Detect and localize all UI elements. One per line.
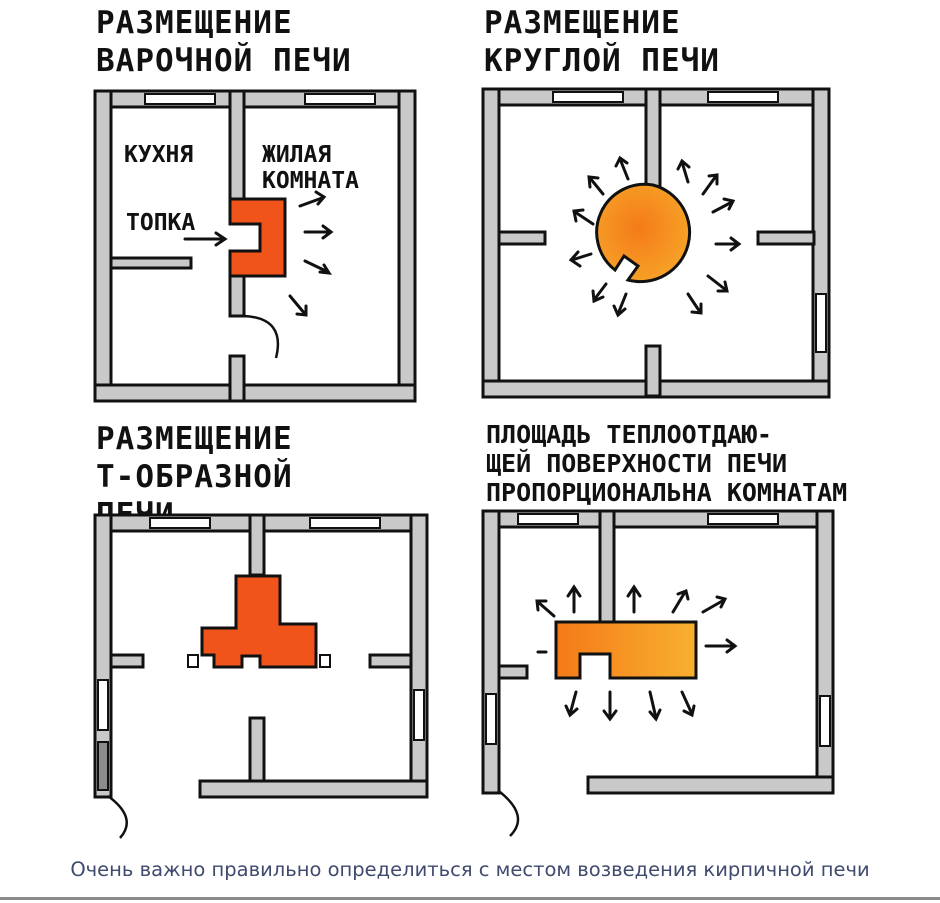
cooking-stove-plan: [90, 86, 420, 411]
door-swing: [499, 791, 520, 837]
window-4: [819, 695, 831, 747]
title-line: ПРОПОРЦИОНАЛЬНА КОМНАТАМ: [486, 478, 848, 507]
partition-top: [248, 513, 266, 577]
cooking-stove-title: РАЗМЕЩЕНИЕ ВАРОЧНОЙ ПЕЧИ: [96, 4, 352, 80]
outer-wall-right: [409, 513, 429, 799]
proportional-stove-plan: [478, 506, 838, 841]
rectangular-stove: [554, 620, 698, 680]
door-jamb: [97, 741, 109, 791]
proportional-stove-title: ПЛОЩАДЬ ТЕПЛООТДАЮ- ЩЕЙ ПОВЕРХНОСТИ ПЕЧИ…: [486, 420, 847, 507]
firebox-label: ТОПКА: [126, 210, 196, 236]
title-line: РАЗМЕЩЕНИЕ: [484, 5, 681, 41]
partition-upper: [228, 89, 246, 203]
outer-wall-right: [397, 89, 417, 403]
round-stove: [595, 182, 692, 284]
kitchen-label: КУХНЯ: [124, 142, 194, 168]
outer-wall-left: [481, 87, 501, 399]
title-line: КРУГЛОЙ ПЕЧИ: [484, 43, 720, 79]
outer-wall-right: [815, 509, 835, 795]
partition-bottom: [228, 354, 246, 403]
outer-wall-bottom: [93, 383, 417, 403]
partition-bottom: [248, 716, 266, 783]
partition-lower: [228, 274, 246, 318]
outer-wall-left: [481, 509, 501, 795]
window-2: [707, 91, 779, 103]
partition-left: [109, 653, 145, 669]
figure-caption: Очень важно правильно определиться с мес…: [70, 858, 870, 881]
window-1: [149, 517, 211, 529]
t-shaped-stove-title: РАЗМЕЩЕНИЕ Т-ОБРАЗНОЙ ПЕЧИ: [96, 420, 293, 534]
stove-leg-right: [319, 654, 331, 668]
stove-leg-left: [187, 654, 199, 668]
door-swing: [243, 314, 280, 359]
partition-top: [598, 509, 616, 625]
t-shaped-stove-plan: [90, 510, 432, 845]
round-stove-plan: [478, 84, 834, 402]
window-2: [707, 513, 779, 525]
title-line: ВАРОЧНОЙ ПЕЧИ: [96, 43, 352, 79]
window-3: [97, 679, 109, 731]
partition-left: [497, 664, 529, 680]
living-room-label: ЖИЛАЯ КОМНАТА: [262, 142, 359, 194]
living-room-label-line: КОМНАТА: [262, 168, 359, 194]
partition-right: [368, 653, 413, 669]
partition-right: [756, 230, 816, 246]
title-line: Т-ОБРАЗНОЙ: [96, 459, 293, 495]
title-line: ПЛОЩАДЬ ТЕПЛООТДАЮ-: [486, 420, 772, 449]
bottom-divider: [0, 897, 940, 900]
t-shaped-stove: [200, 574, 318, 669]
partition-bottom: [644, 344, 662, 398]
living-room-label-line: ЖИЛАЯ: [262, 142, 332, 168]
window-2: [304, 93, 376, 105]
window-1: [552, 91, 624, 103]
window-3: [815, 293, 827, 353]
door-swing: [107, 794, 128, 839]
window-4: [413, 689, 425, 741]
outer-wall-bottom: [586, 775, 835, 795]
window-1: [144, 93, 216, 105]
window-3: [485, 693, 497, 745]
round-stove-title: РАЗМЕЩЕНИЕ КРУГЛОЙ ПЕЧИ: [484, 4, 720, 80]
partition-top: [644, 87, 662, 191]
outer-wall-left: [93, 89, 113, 403]
title-line: ЩЕЙ ПОВЕРХНОСТИ ПЕЧИ: [486, 449, 788, 478]
window-1: [517, 513, 579, 525]
title-line: РАЗМЕЩЕНИЕ: [96, 421, 293, 457]
title-line: РАЗМЕЩЕНИЕ: [96, 5, 293, 41]
kitchen-partition: [109, 256, 193, 270]
cooking-stove: [228, 197, 287, 278]
partition-left: [497, 230, 547, 246]
outer-wall-bottom: [198, 779, 429, 799]
window-2: [309, 517, 381, 529]
